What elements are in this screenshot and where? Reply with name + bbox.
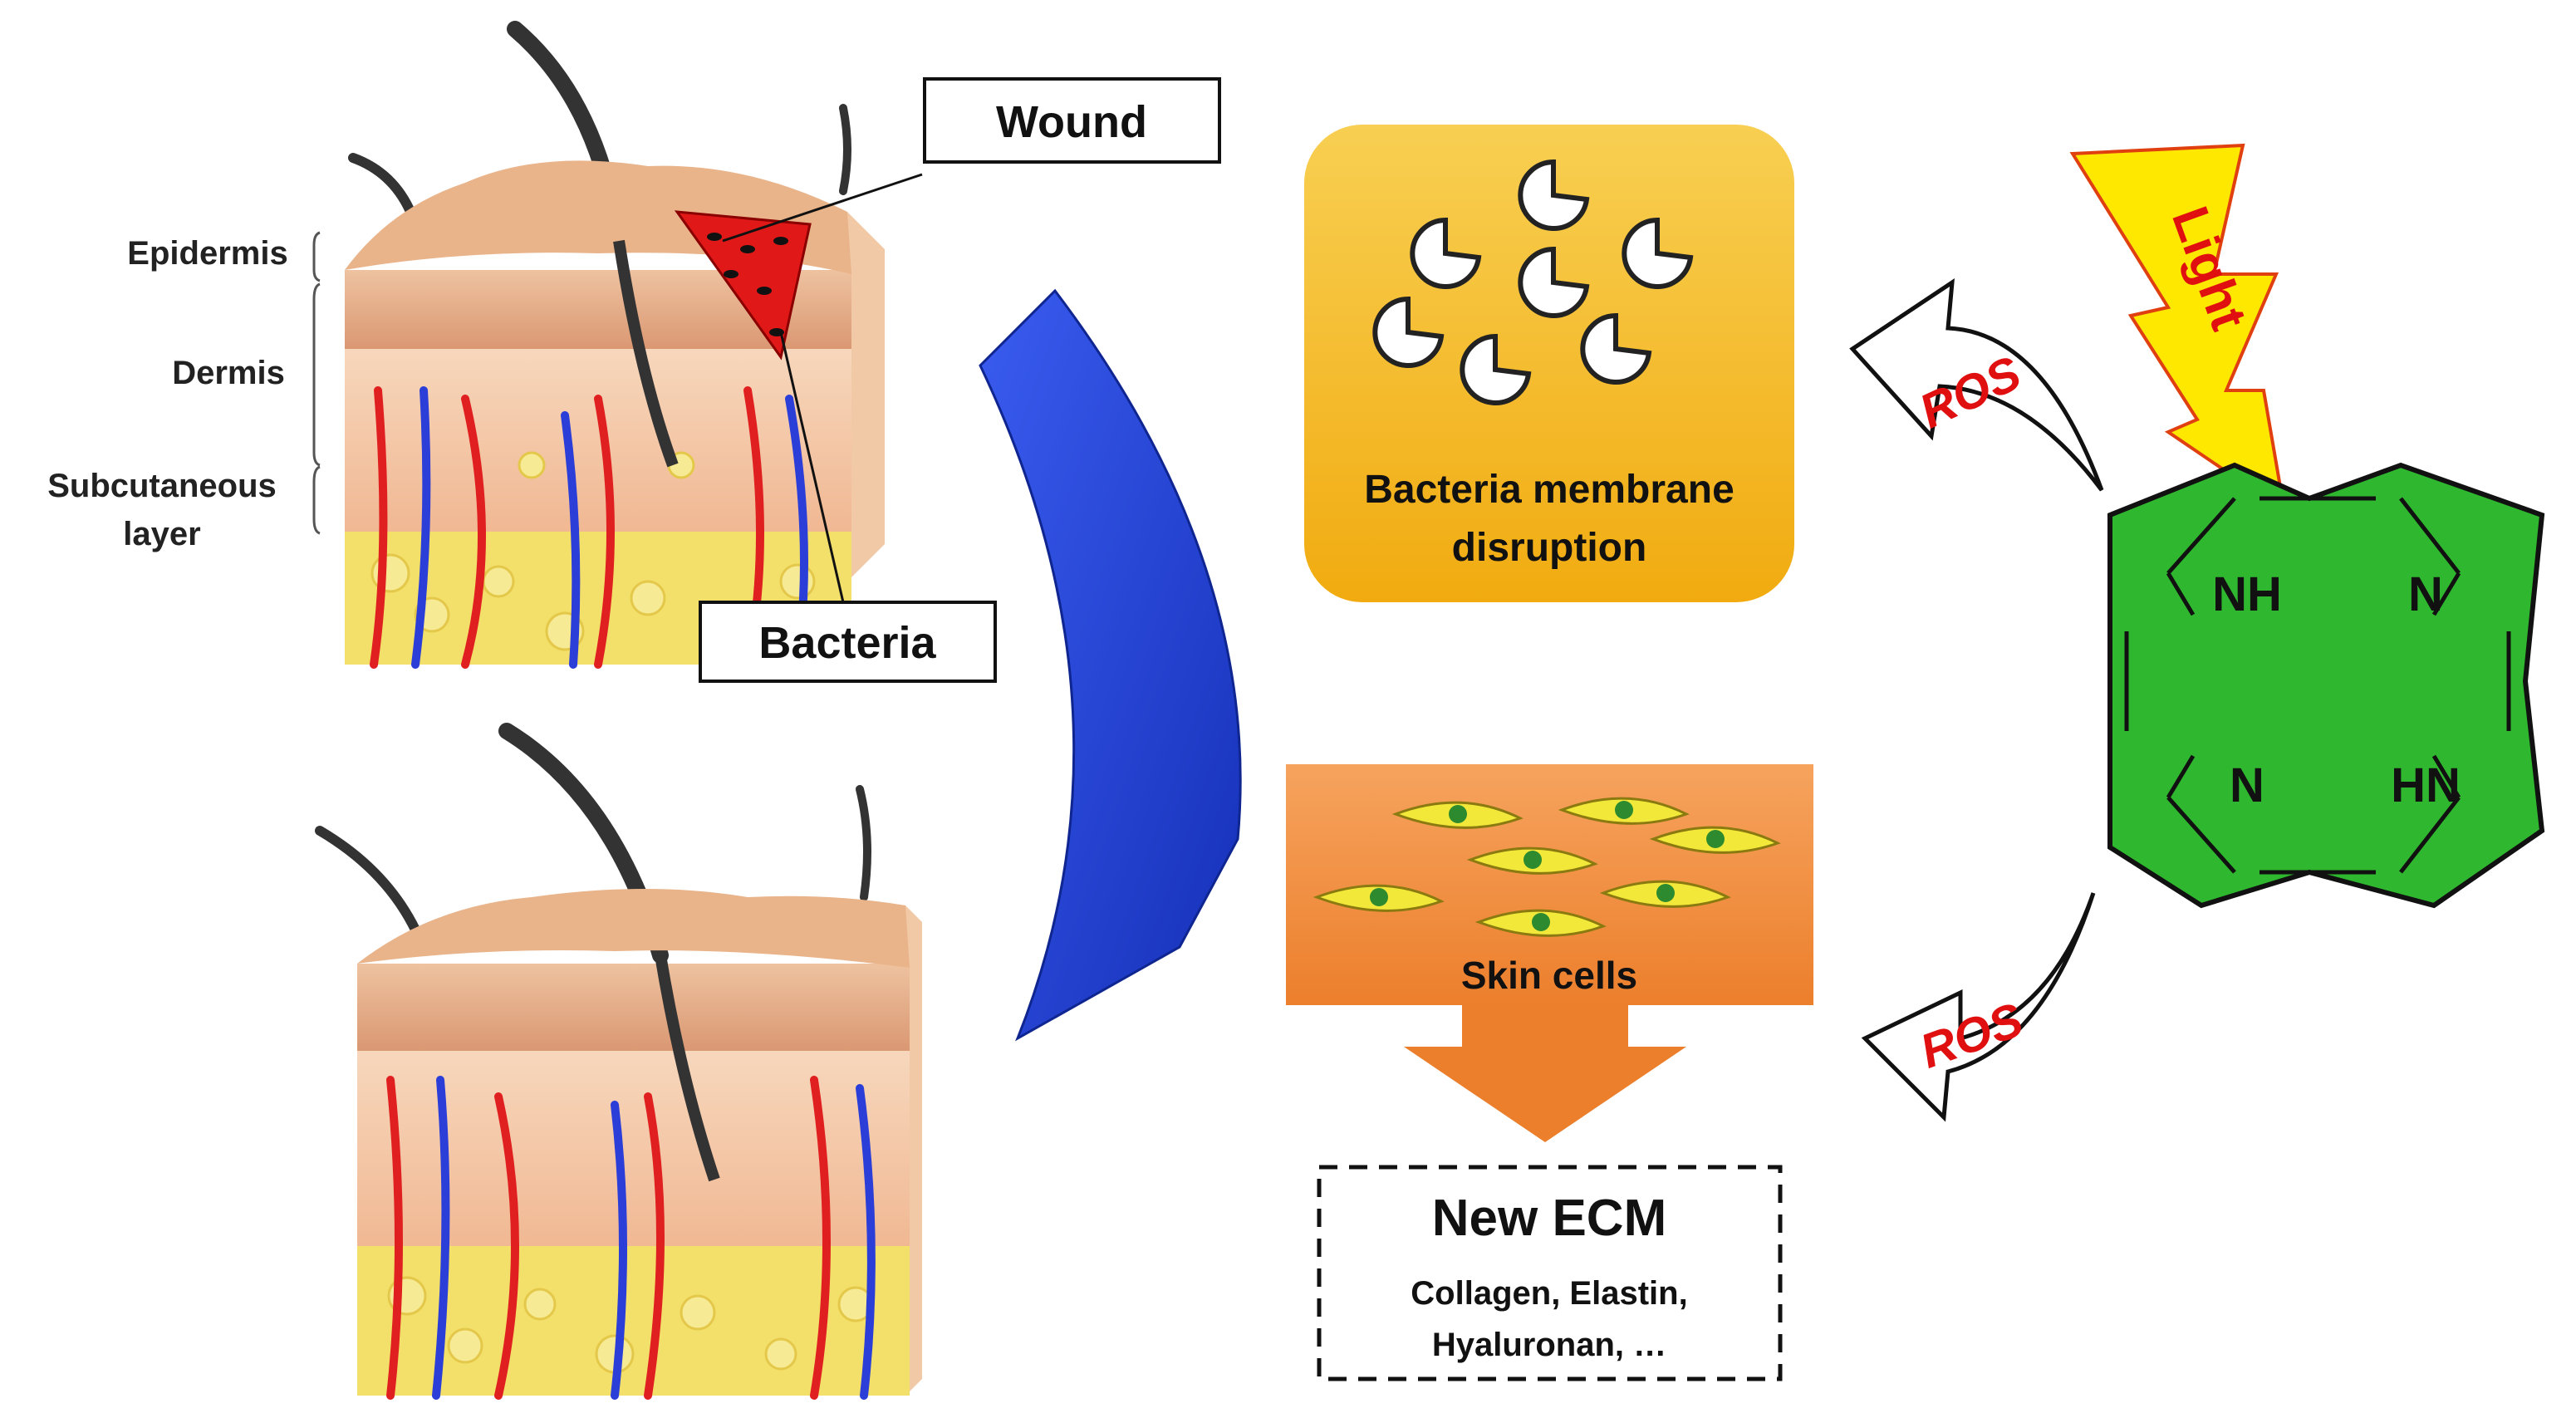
bacteria-box-line2: disruption bbox=[1452, 526, 1647, 570]
wound-area bbox=[674, 210, 812, 361]
healing-arc-arrow bbox=[979, 288, 1242, 1042]
skin-layer-labels: Epidermis Dermis Subcutaneous layer bbox=[47, 231, 321, 552]
bacteria-label: Bacteria bbox=[758, 618, 936, 668]
wound-label: Wound bbox=[996, 97, 1147, 147]
ros-arrow-lower: ROS bbox=[1861, 892, 2096, 1122]
ecm-title: New ECM bbox=[1432, 1190, 1666, 1247]
bracket-subcutaneous bbox=[312, 465, 321, 535]
wound-callout: Wound bbox=[722, 77, 1221, 243]
porphyrin-molecule: NH N N HN bbox=[2107, 462, 2545, 909]
porphyrin-hn: HN bbox=[2391, 758, 2461, 812]
porphyrin-n-bottom: N bbox=[2230, 758, 2264, 812]
skin-block-wounded bbox=[345, 21, 885, 669]
ros-arrow-upper: ROS bbox=[1849, 278, 2104, 492]
bacteria-disruption-box: Bacteria membrane disruption bbox=[1304, 125, 1794, 602]
new-ecm-box: New ECM Collagen, Elastin, Hyaluronan, … bbox=[1317, 1165, 1783, 1381]
bacteria-box-line1: Bacteria membrane bbox=[1364, 468, 1735, 512]
bracket-dermis bbox=[312, 282, 321, 467]
skin-cells-label: Skin cells bbox=[1461, 954, 1637, 997]
skin-block-healed bbox=[315, 723, 922, 1400]
ecm-line2: Hyaluronan, … bbox=[1432, 1327, 1666, 1363]
label-layer: layer bbox=[123, 516, 200, 552]
porphyrin-nh: NH bbox=[2212, 567, 2282, 621]
bracket-epidermis bbox=[312, 231, 321, 282]
porphyrin-n-top: N bbox=[2408, 567, 2443, 621]
label-epidermis: Epidermis bbox=[127, 235, 287, 272]
skin-cells-box: Skin cells bbox=[1286, 764, 1813, 1005]
bacteria-callout: Bacteria bbox=[699, 331, 997, 683]
bacteria-icons bbox=[1372, 159, 1694, 405]
ecm-line1: Collagen, Elastin, bbox=[1411, 1275, 1687, 1312]
light-bolt: Light bbox=[2069, 143, 2287, 515]
label-subcutaneous: Subcutaneous bbox=[47, 468, 277, 504]
label-dermis: Dermis bbox=[172, 355, 285, 391]
down-arrow bbox=[1404, 1005, 1686, 1142]
